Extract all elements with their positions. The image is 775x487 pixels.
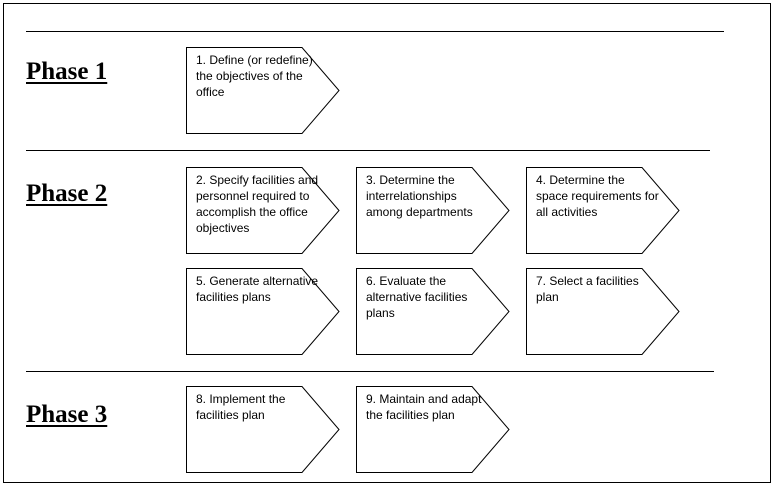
step-1-chevron: 1. Define (or redefine) the objectives o… [186,47,342,135]
step-3-text: 3. Determine the interrelationships amon… [366,173,473,219]
step-1-text: 1. Define (or redefine) the objectives o… [196,53,313,99]
step-3-chevron: 3. Determine the interrelationships amon… [356,167,512,255]
chevron-shape [186,268,340,355]
phase-2-label: Phase 2 [26,180,108,207]
step-4-text: 4. Determine the space requirements for … [536,173,659,219]
step-5-text: 5. Generate alternative facilities plans [196,274,319,304]
divider-phase2-phase3 [26,371,714,372]
step-5-chevron: 5. Generate alternative facilities plans [186,268,342,356]
step-6-chevron: 6. Evaluate the alternative facilities p… [356,268,512,356]
chevron-shape [526,268,680,355]
chevron-shape [356,268,510,355]
step-9-text: 9. Maintain and adapt the facilities pla… [366,392,482,422]
phase-1-label: Phase 1 [26,58,108,85]
divider-phase1-phase2 [26,150,710,151]
step-7-chevron: 7. Select a facilities plan [526,268,682,356]
step-7-text: 7. Select a facilities plan [536,274,639,304]
step-8-chevron: 8. Implement the facilities plan [186,386,342,474]
chevron-shape [356,386,510,473]
chevron-shape [186,167,340,254]
chevron-shape [186,47,340,134]
chevron-shape [356,167,510,254]
diagram-frame [3,3,771,483]
step-9-chevron: 9. Maintain and adapt the facilities pla… [356,386,512,474]
phase-3-label: Phase 3 [26,401,108,428]
step-6-text: 6. Evaluate the alternative facilities p… [366,274,468,320]
chevron-shape [526,167,680,254]
divider-top [26,31,724,32]
step-8-text: 8. Implement the facilities plan [196,392,286,422]
step-2-text: 2. Specify facilities and personnel requ… [196,173,319,235]
chevron-shape [186,386,340,473]
step-4-chevron: 4. Determine the space requirements for … [526,167,682,255]
step-2-chevron: 2. Specify facilities and personnel requ… [186,167,342,255]
